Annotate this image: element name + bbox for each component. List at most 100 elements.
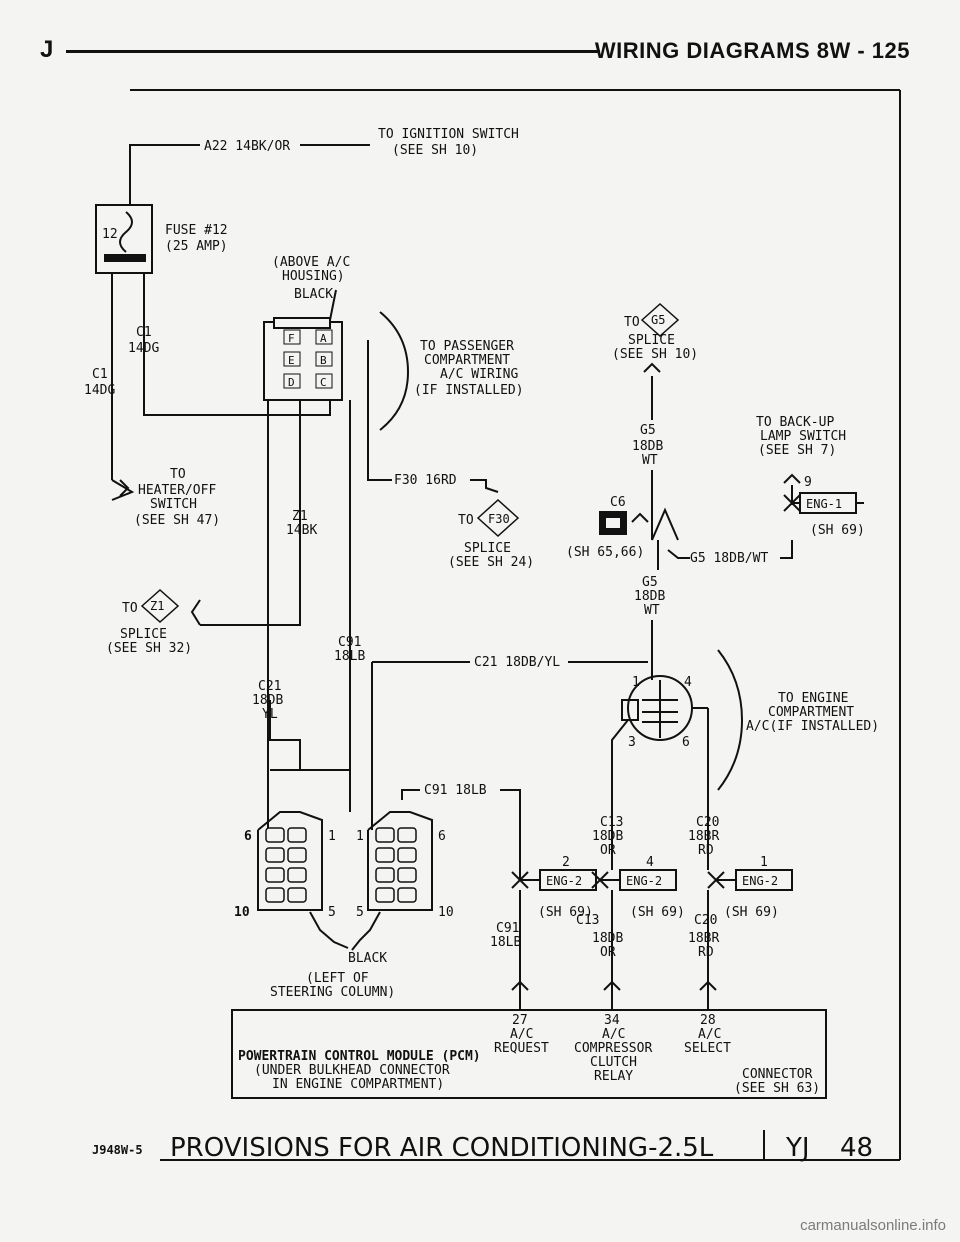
c13-circuit: C13 (600, 815, 623, 830)
g5-color: WT (642, 453, 658, 468)
pcm-p27b: REQUEST (494, 1041, 549, 1056)
f30-splice: SPLICE (464, 541, 511, 556)
pcm-p28b: SELECT (684, 1041, 731, 1056)
c21-a-circuit: C21 (258, 679, 281, 694)
c21-a-gauge: 18DB (252, 693, 283, 708)
page-header: J WIRING DIAGRAMS 8W - 125 (40, 36, 910, 66)
c20-circuit: C20 (696, 815, 719, 830)
f30-see: (SEE SH 24) (448, 555, 534, 570)
heater-see: (SEE SH 47) (134, 513, 220, 528)
pcm-see: (SEE SH 63) (734, 1081, 820, 1096)
comp-pin-3: 3 (628, 735, 636, 750)
pass-3: A/C WIRING (440, 367, 518, 382)
rconn-pin-10: 10 (438, 905, 454, 920)
pcm-conn: CONNECTOR (742, 1067, 813, 1082)
eng2-pin-a: 2 (562, 855, 570, 870)
g5-to: TO (624, 315, 640, 330)
eng2-pin-b: 4 (646, 855, 654, 870)
c6-wire: G5 18DB/WT (690, 551, 768, 566)
g5-see: (SEE SH 10) (612, 347, 698, 362)
pass-1: TO PASSENGER (420, 339, 514, 354)
c1-b-circuit: C1 (92, 367, 108, 382)
eng2-sh-a: (SH 69) (538, 905, 593, 920)
f30-to: TO (458, 513, 474, 528)
fuse-number: 12 (102, 227, 118, 242)
eng2-sh-b: (SH 69) (630, 905, 685, 920)
footer-model: YJ (785, 1133, 810, 1163)
g5-splice: SPLICE (628, 333, 675, 348)
lconn-pin-1: 1 (328, 829, 336, 844)
watermark: carmanualsonline.info (800, 1217, 946, 1234)
backup-1: TO BACK-UP (756, 415, 834, 430)
backup-conn: ENG-1 (806, 497, 842, 511)
c91-a-circuit: C91 (338, 635, 361, 650)
ac-pin-c: C (320, 376, 327, 389)
c13-b-gauge: 18DB (592, 931, 623, 946)
ac-housing-1: (ABOVE A/C (272, 255, 350, 270)
c6-label: C6 (610, 495, 626, 510)
c91-b-wire: 18LB (490, 935, 521, 950)
c13-gauge: 18DB (592, 829, 623, 844)
backup-3: (SEE SH 7) (758, 443, 836, 458)
eng2-sh-c: (SH 69) (724, 905, 779, 920)
steer-2: STEERING COLUMN) (270, 985, 395, 1000)
comp-1: TO ENGINE (778, 691, 848, 706)
pcm-p34c: CLUTCH (590, 1055, 637, 1070)
ac-pin-f: F (288, 332, 295, 345)
lconn-pin-6: 6 (244, 829, 252, 844)
c1-a-wire: 14DG (128, 341, 159, 356)
pass-4: (IF INSTALLED) (414, 383, 524, 398)
g5-circuit: G5 (640, 423, 656, 438)
z1-id: Z1 (150, 599, 164, 613)
rconn-pin-1: 1 (356, 829, 364, 844)
comp-pin-1: 1 (632, 675, 640, 690)
pcm-p27a: A/C (510, 1027, 533, 1042)
c91-wire: C91 18LB (424, 783, 487, 798)
eng2-pin-c: 1 (760, 855, 768, 870)
ac-pin-b: B (320, 354, 327, 367)
z1-circuit: Z1 (292, 509, 308, 524)
c91-a-wire: 18LB (334, 649, 365, 664)
comp-2: COMPARTMENT (768, 705, 854, 720)
lconn-pin-10: 10 (234, 905, 250, 920)
pcm-p28: 28 (700, 1013, 716, 1028)
rconn-pin-6: 6 (438, 829, 446, 844)
c20-color: RD (698, 843, 714, 858)
c20-b-color: RD (698, 945, 714, 960)
comp-pin-4: 4 (684, 675, 692, 690)
g5b-color: WT (644, 603, 660, 618)
g5b-circuit: G5 (642, 575, 658, 590)
c20-gauge: 18BR (688, 829, 719, 844)
c20-b-gauge: 18BR (688, 931, 719, 946)
c20-b-circuit: C20 (694, 913, 717, 928)
g5-gauge: 18DB (632, 439, 663, 454)
pcm-l1: POWERTRAIN CONTROL MODULE (PCM) (238, 1049, 481, 1064)
c91-b-circuit: C91 (496, 921, 519, 936)
steer-1: (LEFT OF (306, 971, 369, 986)
c13-b-circuit: C13 (576, 913, 599, 928)
ac-pin-a: A (320, 332, 327, 345)
header-letter: J (40, 36, 54, 63)
heater-switch: SWITCH (150, 497, 197, 512)
pcm-p34a: A/C (602, 1027, 625, 1042)
feed-wire: A22 14BK/OR (204, 139, 290, 154)
c13-b-color: OR (600, 945, 616, 960)
c1-b-wire: 14DG (84, 383, 115, 398)
z1-to: TO (122, 601, 138, 616)
ac-housing-color: BLACK (294, 287, 333, 302)
pcm-p28a: A/C (698, 1027, 721, 1042)
c21-wire: C21 18DB/YL (474, 655, 560, 670)
backup-sh: (SH 69) (810, 523, 865, 538)
eng2-b: ENG-2 (626, 874, 662, 888)
feed-dest-2: (SEE SH 10) (392, 143, 478, 158)
c21-a-color: YL (262, 707, 278, 722)
c6-sh: (SH 65,66) (566, 545, 644, 560)
g5-id: G5 (651, 313, 665, 327)
pcm-l2: (UNDER BULKHEAD CONNECTOR (254, 1063, 450, 1078)
comp-3: A/C(IF INSTALLED) (746, 719, 879, 734)
eng2-a: ENG-2 (546, 874, 582, 888)
lconn-pin-5: 5 (328, 905, 336, 920)
backup-2: LAMP SWITCH (760, 429, 846, 444)
footer-code: J948W-5 (92, 1143, 143, 1157)
